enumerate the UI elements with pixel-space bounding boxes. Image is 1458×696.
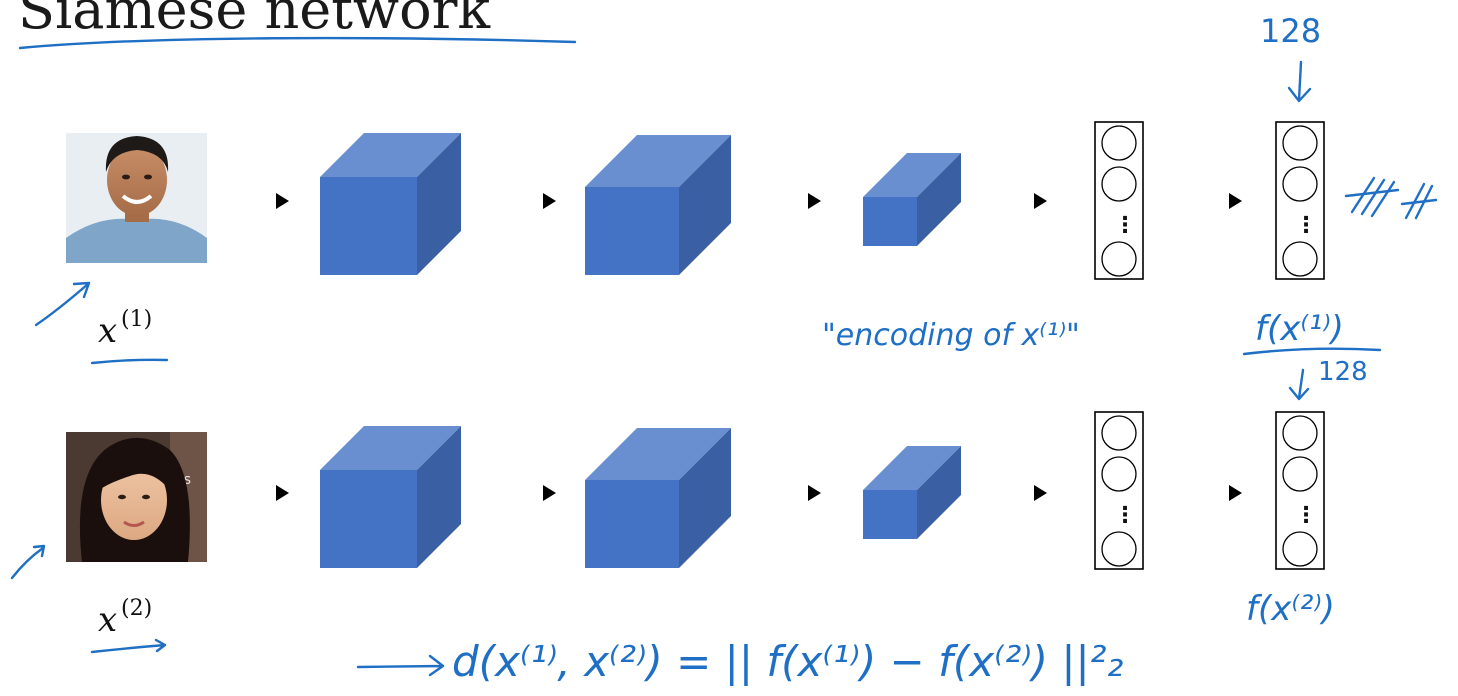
fc-layer-1: ⋮ xyxy=(1095,122,1143,279)
arrow-2-4 xyxy=(1034,485,1047,501)
input-photo-2: rs xyxy=(66,432,207,562)
svg-text:⋮: ⋮ xyxy=(1295,213,1317,238)
svg-text:x: x xyxy=(98,600,117,640)
arrow-1-4 xyxy=(1034,193,1047,209)
f-x1-underline xyxy=(1244,349,1380,354)
conv-volume-1-2 xyxy=(585,135,731,275)
encoding-layer-1: ⋮ xyxy=(1276,122,1324,279)
svg-text:(1): (1) xyxy=(121,307,152,332)
f-x2-label: f(x⁽²⁾) xyxy=(1246,589,1335,629)
conv-volume-1-3 xyxy=(863,153,961,246)
svg-text:(2): (2) xyxy=(121,596,152,621)
dim-arrow-mid xyxy=(1290,370,1308,399)
f-x1-label: f(x⁽¹⁾) xyxy=(1255,309,1344,349)
arrow-1-2 xyxy=(543,193,556,209)
conv-volume-2-1 xyxy=(320,426,461,568)
dim-label-top: 128 xyxy=(1260,12,1321,50)
input-pointer-arrow-2 xyxy=(12,546,44,578)
arrow-2-5 xyxy=(1229,485,1242,501)
arrow-2-2 xyxy=(543,485,556,501)
fc-layer-2: ⋮ xyxy=(1095,412,1143,569)
page-title: Siamese network xyxy=(18,0,491,41)
svg-text:⋮: ⋮ xyxy=(1114,503,1136,528)
input-label-2: x (2) xyxy=(98,596,152,640)
conv-volume-1-1 xyxy=(320,133,461,275)
svg-text:⋮: ⋮ xyxy=(1114,213,1136,238)
scribble-mark xyxy=(1346,178,1436,218)
input-photo-1 xyxy=(66,133,207,263)
dim-arrow-top xyxy=(1289,62,1310,101)
arrow-2-1 xyxy=(276,485,289,501)
conv-volume-2-2 xyxy=(585,428,731,568)
input-label-2-underline xyxy=(92,640,165,652)
arrow-1-5 xyxy=(1229,193,1242,209)
svg-text:x: x xyxy=(98,311,117,351)
arrow-1-1 xyxy=(276,193,289,209)
input-label-1: x (1) xyxy=(98,307,152,351)
input-label-1-underline xyxy=(92,360,167,363)
svg-text:⋮: ⋮ xyxy=(1295,503,1317,528)
conv-volume-2-3 xyxy=(863,446,961,539)
encoding-layer-2: ⋮ xyxy=(1276,412,1324,569)
formula-arrow xyxy=(358,656,443,675)
arrow-1-3 xyxy=(808,193,821,209)
input-pointer-arrow-1 xyxy=(36,283,89,325)
encoding-note: "encoding of x⁽¹⁾" xyxy=(822,318,1080,353)
distance-formula: d(x⁽¹⁾, x⁽²⁾) = || f(x⁽¹⁾) − f(x⁽²⁾) ||²… xyxy=(452,637,1123,686)
dim-label-mid: 128 xyxy=(1318,357,1368,387)
arrow-2-3 xyxy=(808,485,821,501)
